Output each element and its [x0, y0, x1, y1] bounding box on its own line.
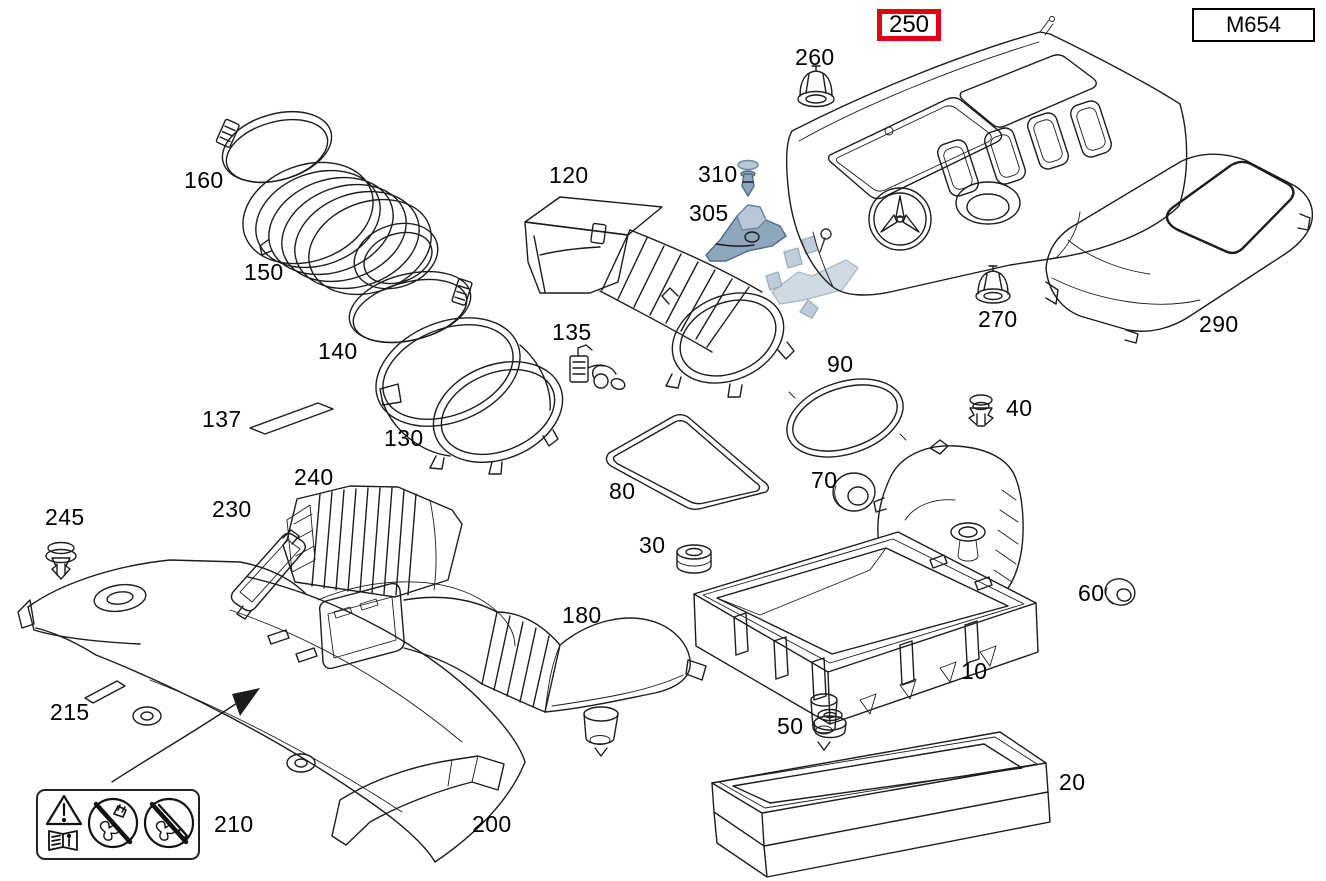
part-270-grommet-drawing — [975, 265, 1011, 304]
part-260-grommet-drawing — [797, 65, 835, 108]
callout-40[interactable]: 40 — [1006, 395, 1033, 421]
callout-260[interactable]: 260 — [795, 44, 835, 70]
part-200-cowl-duct-drawing — [17, 559, 526, 863]
callout-250-label: 250 — [888, 11, 930, 38]
callout-30[interactable]: 30 — [639, 532, 666, 558]
part-10-filter-housing-drawing — [693, 439, 1039, 751]
part-135-sensor-drawing — [569, 344, 626, 390]
callout-305[interactable]: 305 — [689, 200, 729, 226]
part-215-label-sticker-drawing — [84, 680, 126, 704]
part-137-label-sticker-drawing — [249, 402, 334, 435]
callout-50[interactable]: 50 — [777, 713, 804, 739]
engine-code-box: M654 — [1192, 8, 1315, 42]
part-20-filter-element-drawing — [711, 731, 1051, 878]
callout-245[interactable]: 245 — [45, 504, 85, 530]
callout-210[interactable]: 210 — [214, 811, 254, 837]
part-180-intake-duct-drawing — [318, 582, 707, 757]
part-240-duct-box-drawing — [282, 485, 463, 598]
part-160-hose-clamp-drawing — [215, 111, 333, 184]
pointer-arrow — [111, 688, 260, 783]
part-150-air-hose-drawing — [242, 161, 439, 296]
part-305-bracket-drawing — [705, 204, 787, 262]
part-305-ghost-assembly-drawing — [765, 228, 859, 319]
callout-230[interactable]: 230 — [212, 496, 252, 522]
part-90-seal-ring-drawing — [786, 378, 907, 458]
no-hand-in-fan-icon — [87, 797, 139, 849]
callout-215[interactable]: 215 — [50, 699, 90, 725]
callout-135[interactable]: 135 — [552, 319, 592, 345]
warning-label-box — [36, 789, 200, 860]
callout-70[interactable]: 70 — [811, 467, 838, 493]
part-140-hose-clamp-drawing — [348, 270, 473, 344]
part-80-seal-drawing — [605, 414, 770, 510]
callout-90[interactable]: 90 — [827, 351, 854, 377]
part-30-bushing-drawing — [676, 544, 712, 574]
part-130-intake-mesh-drawing — [375, 317, 564, 475]
callout-10[interactable]: 10 — [961, 658, 988, 684]
part-70-grommet-drawing — [832, 472, 876, 512]
callout-80[interactable]: 80 — [609, 478, 636, 504]
part-120-intake-duct-drawing — [524, 196, 795, 398]
part-50-grommet-drawing — [813, 708, 847, 739]
part-230-grille-drawing — [230, 529, 306, 620]
callout-270[interactable]: 270 — [978, 306, 1018, 332]
callout-150[interactable]: 150 — [244, 259, 284, 285]
part-40-clip-drawing — [968, 394, 994, 427]
warning-triangle-icon — [45, 794, 83, 826]
callout-200[interactable]: 200 — [472, 811, 512, 837]
callout-180[interactable]: 180 — [562, 602, 602, 628]
no-tool-in-fan-icon — [143, 797, 195, 849]
engine-code-label: M654 — [1225, 12, 1282, 37]
callout-310[interactable]: 310 — [698, 161, 738, 187]
callout-250-highlighted[interactable]: 250 — [877, 9, 941, 41]
callout-120[interactable]: 120 — [549, 162, 589, 188]
callout-60[interactable]: 60 — [1078, 580, 1105, 606]
callout-137[interactable]: 137 — [202, 406, 242, 432]
callout-240[interactable]: 240 — [294, 464, 334, 490]
callout-140[interactable]: 140 — [318, 338, 358, 364]
manual-book-icon — [48, 830, 78, 851]
part-245-clip-drawing — [45, 541, 77, 580]
callout-160[interactable]: 160 — [184, 167, 224, 193]
part-310-rivet-drawing — [737, 159, 759, 197]
part-290-side-cover-drawing — [1045, 153, 1314, 344]
callout-130[interactable]: 130 — [384, 425, 424, 451]
callout-20[interactable]: 20 — [1059, 769, 1086, 795]
warning-icons — [45, 794, 195, 851]
part-60-grommet-drawing — [1104, 578, 1136, 606]
part-250-engine-cover-drawing — [785, 16, 1188, 296]
callout-290[interactable]: 290 — [1199, 311, 1239, 337]
